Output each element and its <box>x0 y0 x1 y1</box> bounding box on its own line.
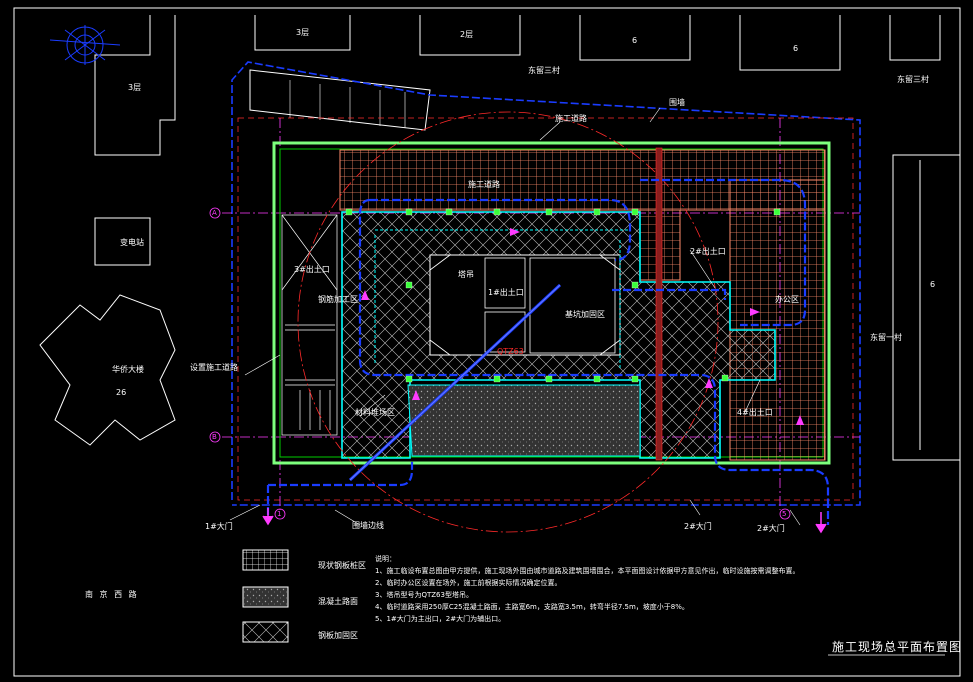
zone-label-1: 1#出土口 <box>488 288 524 297</box>
axis-label-1: 1 <box>277 510 282 518</box>
legend-label-grid: 现状钢板桩区 <box>318 561 366 570</box>
axis-label-b: B <box>212 433 217 441</box>
notes-block: 说明： 1、施工临设布置总图由甲方提供，施工现场外围由城市道路及建筑围墙围合，本… <box>375 553 800 625</box>
label-building-n3: 6 <box>632 36 638 45</box>
zone-label-rebar: 钢筋加工区 <box>318 295 358 304</box>
axis-label-a: A <box>212 209 217 217</box>
legend-label-concrete: 混凝土路面 <box>318 597 358 606</box>
steel-grid-east <box>729 179 826 461</box>
label-gate-site: 施工道路 <box>555 114 587 123</box>
notes-line-2: 2、临时办公区设置在场外，施工前根据实际情况确定位置。 <box>375 579 562 587</box>
notes-line-3: 3、塔吊型号为QTZ63型塔吊。 <box>375 591 473 599</box>
notes-heading: 说明： <box>375 555 396 563</box>
label-building-n2: 2层 <box>460 30 474 39</box>
label-street-ne-right: 东留三村 <box>897 75 929 84</box>
gate-label-1: 1#大门 <box>205 522 233 531</box>
label-wall: 围墙 <box>669 98 685 107</box>
legend-swatch-concrete <box>242 586 289 608</box>
label-building-e: 6 <box>930 280 936 289</box>
compass-icon <box>49 25 121 65</box>
zone-label-3: 3#出土口 <box>294 265 330 274</box>
crane-radius <box>297 111 719 533</box>
label-road-south: 南 京 西 路 <box>85 590 139 599</box>
notes-line-4: 4、临时道路采用250厚C25混凝土路面，主路宽6m，支路宽3.5m，转弯半径7… <box>375 603 689 611</box>
label-street-e: 东留一村 <box>870 333 902 342</box>
label-hotel: 华侨大楼 <box>112 365 144 374</box>
zone-label-setroad: 设置施工道路 <box>190 363 238 372</box>
zone-label-road: 施工道路 <box>468 180 500 189</box>
haul-road <box>266 178 830 525</box>
zone-label-4: 4#出土口 <box>737 408 773 417</box>
legend-swatch-grid <box>242 549 289 571</box>
zone-label-crane: 塔吊 <box>458 270 474 279</box>
label-enclosure: 围墙边线 <box>352 521 384 530</box>
gate-label-2: 2#大门 <box>684 522 712 531</box>
label-building-nw: 3层 <box>128 83 142 92</box>
label-building-ne: 6 <box>793 44 799 53</box>
site-boundary <box>272 141 831 465</box>
label-hotel-floors: 26 <box>116 388 127 397</box>
zone-label-office: 办公区 <box>775 295 799 304</box>
zone-label-2: 2#出土口 <box>690 247 726 256</box>
label-substation: 变电站 <box>120 238 144 247</box>
notes-line-5: 5、1#大门为主出口，2#大门为辅出口。 <box>375 615 506 623</box>
gate-label-3: 2#大门 <box>757 524 785 533</box>
drawing-title: 施工现场总平面布置图 <box>832 640 963 654</box>
legend-label-cross: 钢板加固区 <box>318 631 358 640</box>
site-enclosure-line <box>231 61 861 506</box>
zone-label-reinforce: 基坑加固区 <box>565 310 605 319</box>
pile-markers <box>345 208 781 383</box>
surrounding-buildings <box>39 15 961 461</box>
label-building-n1: 3层 <box>296 28 310 37</box>
legend-swatch-cross <box>242 621 289 643</box>
notes-line-1: 1、施工临设布置总图由甲方提供，施工现场外围由城市道路及建筑围墙围合，本平面图设… <box>375 567 800 575</box>
label-street-ne-top: 东留三村 <box>528 66 560 75</box>
zone-label-material: 材料堆场区 <box>355 408 395 417</box>
crane-model-label: QTZ63 <box>497 347 524 356</box>
axis-label-5: 5 <box>782 510 787 518</box>
